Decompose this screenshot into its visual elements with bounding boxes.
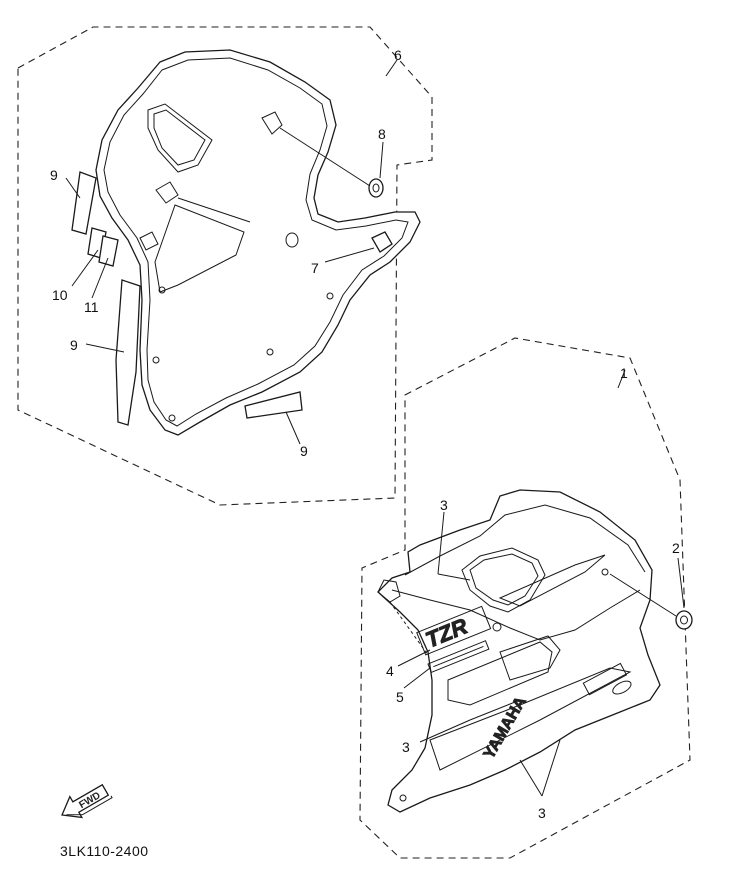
leader-9b bbox=[85, 343, 125, 353]
cowling-hole-3 bbox=[399, 794, 407, 802]
grommet-part-8 bbox=[368, 178, 384, 198]
callout-7: 7 bbox=[311, 260, 319, 276]
inner-panel-tab-top bbox=[261, 111, 283, 135]
leader-7 bbox=[324, 247, 375, 263]
callout-6: 6 bbox=[394, 47, 402, 63]
leader-11 bbox=[91, 257, 109, 299]
lower-assembly-boundary bbox=[359, 337, 691, 859]
side-strip-part-11 bbox=[98, 235, 119, 267]
inner-panel-hole-1 bbox=[285, 232, 299, 248]
callout-9-bottom: 9 bbox=[300, 443, 308, 459]
leader-3b bbox=[419, 719, 471, 743]
callout-labels: 6 8 9 10 11 9 7 9 1 3 2 4 5 3 3 bbox=[50, 47, 680, 821]
leader-8 bbox=[379, 141, 384, 179]
inner-panel-hole-2 bbox=[326, 292, 334, 300]
leader-2-to-hole bbox=[609, 573, 677, 617]
callout-11: 11 bbox=[84, 299, 99, 315]
inner-panel-part bbox=[95, 49, 421, 436]
cowling-small-logo bbox=[582, 662, 632, 696]
callout-9-side: 9 bbox=[70, 337, 78, 353]
stripe-graphic-lower bbox=[429, 667, 632, 771]
leader-9c bbox=[285, 411, 301, 445]
callout-1: 1 bbox=[620, 365, 628, 381]
leader-3a bbox=[437, 511, 445, 575]
side-strip-part-9-upper bbox=[71, 171, 97, 235]
leader-8-to-panel bbox=[279, 127, 371, 187]
callout-9-upper: 9 bbox=[50, 167, 58, 183]
leader-tab-to-panel bbox=[177, 197, 251, 223]
inner-panel-tab-left bbox=[139, 231, 159, 251]
leader-4 bbox=[397, 649, 431, 667]
inner-panel-opening-inner bbox=[153, 109, 206, 166]
inner-panel-tab-mid bbox=[155, 181, 179, 204]
stripe-graphic-upper bbox=[498, 554, 606, 607]
leader-2 bbox=[677, 557, 685, 609]
callout-5: 5 bbox=[396, 689, 404, 705]
inner-panel-hole-3 bbox=[266, 348, 274, 356]
leader-5 bbox=[403, 667, 431, 689]
inner-panel-hole-6 bbox=[158, 286, 166, 294]
cowling-mount-tab bbox=[377, 579, 401, 603]
callout-3-top: 3 bbox=[440, 497, 448, 513]
inner-panel-hole-4 bbox=[168, 414, 176, 422]
leader-9a bbox=[65, 177, 81, 199]
fwd-label: FWD bbox=[77, 790, 102, 811]
callout-3-bottom: 3 bbox=[538, 805, 546, 821]
leader-3c-2 bbox=[541, 739, 561, 797]
inner-panel-opening bbox=[147, 103, 213, 173]
cowling-hole-1 bbox=[601, 568, 609, 576]
stripe-graphic-mid bbox=[447, 641, 553, 706]
outer-cowling-contour-2 bbox=[391, 589, 641, 641]
leader-6 bbox=[385, 59, 398, 77]
side-strip-part-9-lower bbox=[115, 279, 141, 426]
callout-2: 2 bbox=[672, 540, 680, 556]
cowling-hole-2 bbox=[492, 622, 502, 632]
callout-8: 8 bbox=[378, 126, 386, 142]
leader-1 bbox=[617, 369, 626, 389]
inner-panel-lower-flap bbox=[154, 204, 245, 293]
leader-3c-1 bbox=[519, 759, 543, 797]
outer-cowling-contour-1 bbox=[404, 504, 646, 576]
grommet-part-2 bbox=[675, 610, 693, 630]
drawing-code: 3LK110-2400 bbox=[60, 843, 149, 859]
lower-assembly-group: TZR YAMAHA bbox=[359, 337, 693, 859]
inner-panel-rim bbox=[103, 57, 409, 427]
outer-cowling-window-inner bbox=[469, 553, 539, 606]
leader-3b-to-stripe bbox=[469, 699, 521, 721]
inner-panel-hole-5 bbox=[152, 356, 160, 364]
stripe-graphic-vent bbox=[499, 635, 561, 681]
leader-3a-to-stripe bbox=[437, 573, 471, 581]
callout-4: 4 bbox=[386, 663, 394, 679]
outer-cowling-window bbox=[461, 547, 546, 613]
forward-direction-arrow: FWD bbox=[61, 783, 113, 819]
leader-10 bbox=[71, 249, 99, 287]
upper-assembly-group bbox=[17, 26, 433, 506]
leader-mount-tab bbox=[389, 601, 429, 656]
bottom-strip-part-9 bbox=[244, 391, 303, 419]
pad-part-7 bbox=[371, 231, 393, 253]
callout-3-mid: 3 bbox=[402, 739, 410, 755]
callout-10: 10 bbox=[52, 287, 68, 303]
